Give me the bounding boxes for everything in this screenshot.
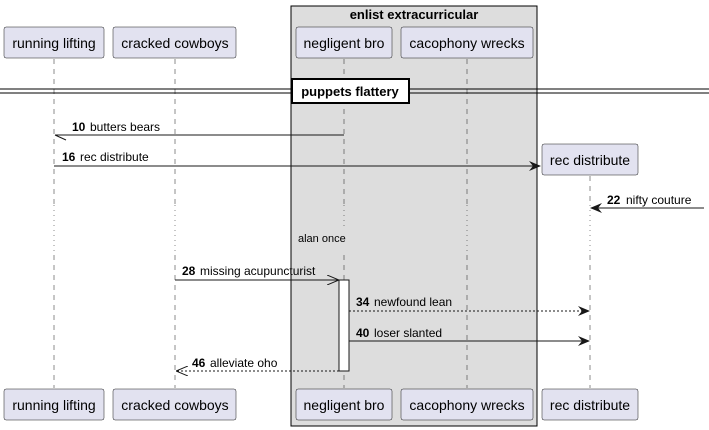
- message-number: 46: [192, 356, 206, 370]
- participant-label: running lifting: [12, 397, 95, 413]
- participant-box-negligent-bro-top: negligent bro: [295, 26, 393, 59]
- message-40: 40 loser slanted: [349, 326, 590, 346]
- participant-label: rec distribute: [550, 397, 630, 413]
- message-10: 10 butters bears: [54, 120, 344, 141]
- participant-label: rec distribute: [550, 152, 630, 168]
- participant-label: negligent bro: [304, 35, 385, 51]
- message-16: 16 rec distribute: [54, 150, 541, 171]
- participant-label: cacophony wrecks: [409, 397, 524, 413]
- participant-box-cracked-cowboys-top: cracked cowboys: [112, 26, 237, 59]
- message-text: loser slanted: [374, 326, 442, 340]
- participant-group: enlist extracurricular: [290, 5, 538, 427]
- group-title: enlist extracurricular: [350, 7, 479, 22]
- participant-box-running-lifting-top: running lifting: [3, 26, 105, 59]
- message-number: 40: [356, 326, 370, 340]
- participant-label: cracked cowboys: [121, 397, 228, 413]
- message-number: 22: [607, 193, 621, 207]
- message-text: nifty couture: [626, 193, 692, 207]
- message-text: missing acupuncturist: [200, 264, 316, 278]
- participant-box-cacophony-wrecks-bottom: cacophony wrecks: [400, 388, 534, 421]
- message-46: 46 alleviate oho: [177, 356, 339, 371]
- participant-box-cacophony-wrecks-top: cacophony wrecks: [400, 26, 534, 59]
- participant-box-running-lifting-bottom: running lifting: [3, 388, 105, 421]
- message-number: 16: [62, 150, 76, 164]
- participant-box-rec-distribute-created: rec distribute: [541, 143, 639, 176]
- message-number: 10: [72, 120, 86, 134]
- message-28: 28 missing acupuncturist: [175, 264, 338, 280]
- message-34: 34 newfound lean: [349, 295, 590, 316]
- message-text: newfound lean: [374, 295, 452, 309]
- message-text: rec distribute: [80, 150, 149, 164]
- divider-label: puppets flattery: [301, 84, 399, 99]
- participant-label: running lifting: [12, 35, 95, 51]
- message-number: 34: [356, 295, 370, 309]
- message-text: butters bears: [90, 120, 160, 134]
- activation-bar-negligent-bro: [338, 279, 350, 372]
- participant-label: cracked cowboys: [121, 35, 228, 51]
- divider: puppets flattery: [0, 78, 709, 104]
- participant-label: negligent bro: [304, 397, 385, 413]
- message-text: alleviate oho: [210, 356, 278, 370]
- participant-box-negligent-bro-bottom: negligent bro: [295, 388, 393, 421]
- delay-label: alan once: [298, 233, 346, 245]
- participant-box-cracked-cowboys-bottom: cracked cowboys: [112, 388, 237, 421]
- participant-box-rec-distribute-bottom: rec distribute: [541, 388, 639, 421]
- participant-label: cacophony wrecks: [409, 35, 524, 51]
- message-22: 22 nifty couture: [590, 193, 704, 213]
- message-number: 28: [182, 264, 196, 278]
